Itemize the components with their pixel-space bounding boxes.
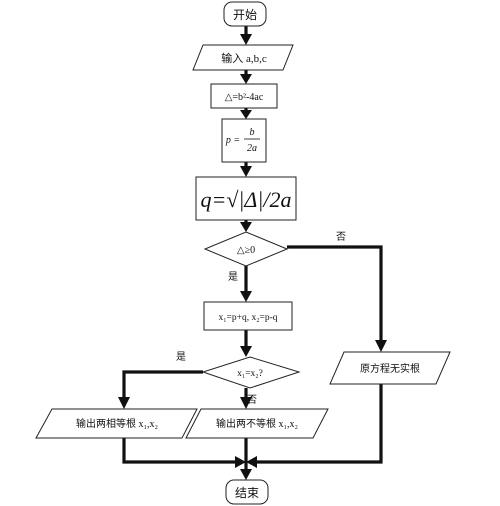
condition-equal-label: x₁=x₂?	[237, 369, 263, 379]
delta-node: △=b²-4ac	[210, 83, 278, 109]
start-node: 开始	[223, 1, 267, 27]
roots-node: x₁=p+q, x₂=p-q	[203, 301, 293, 331]
connectors	[118, 23, 387, 480]
p-denominator: 2a	[247, 143, 257, 154]
p-node: p = b 2a	[221, 118, 267, 163]
edge-label-no-delta: 否	[336, 231, 346, 243]
input-node: 输入 a,b,c	[192, 44, 294, 71]
delta-label: △=b²-4ac	[225, 92, 264, 103]
condition-delta-label: △≥0	[237, 245, 255, 256]
output-equal-label: 输出两相等根 x₁,x₂	[76, 417, 158, 430]
edge-label-yes-equal: 是	[176, 351, 186, 363]
start-label: 开始	[233, 8, 257, 22]
input-label: 输入 a,b,c	[221, 51, 267, 65]
no-real-roots-label: 原方程无实根	[360, 362, 420, 375]
edge-label-yes-delta: 是	[228, 271, 238, 283]
condition-delta: △≥0	[203, 231, 289, 267]
end-label: 结束	[235, 486, 259, 500]
q-formula: q=√|Δ|/2a	[200, 187, 291, 212]
end-node: 结束	[225, 479, 269, 505]
p-numerator: b	[250, 127, 255, 138]
output-unequal-node: 输出两不等根 x₁,x₂	[185, 408, 329, 439]
condition-equal: x₁=x₂?	[201, 356, 301, 389]
output-equal-node: 输出两相等根 x₁,x₂	[35, 408, 198, 439]
q-node: q=√|Δ|/2a	[195, 176, 297, 221]
edge-label-no-equal: 否	[247, 394, 257, 406]
p-lhs: p =	[225, 135, 240, 146]
no-real-roots-node: 原方程无实根	[329, 351, 451, 385]
output-unequal-label: 输出两不等根 x₁,x₂	[216, 417, 298, 430]
roots-label: x₁=p+q, x₂=p-q	[218, 313, 277, 323]
